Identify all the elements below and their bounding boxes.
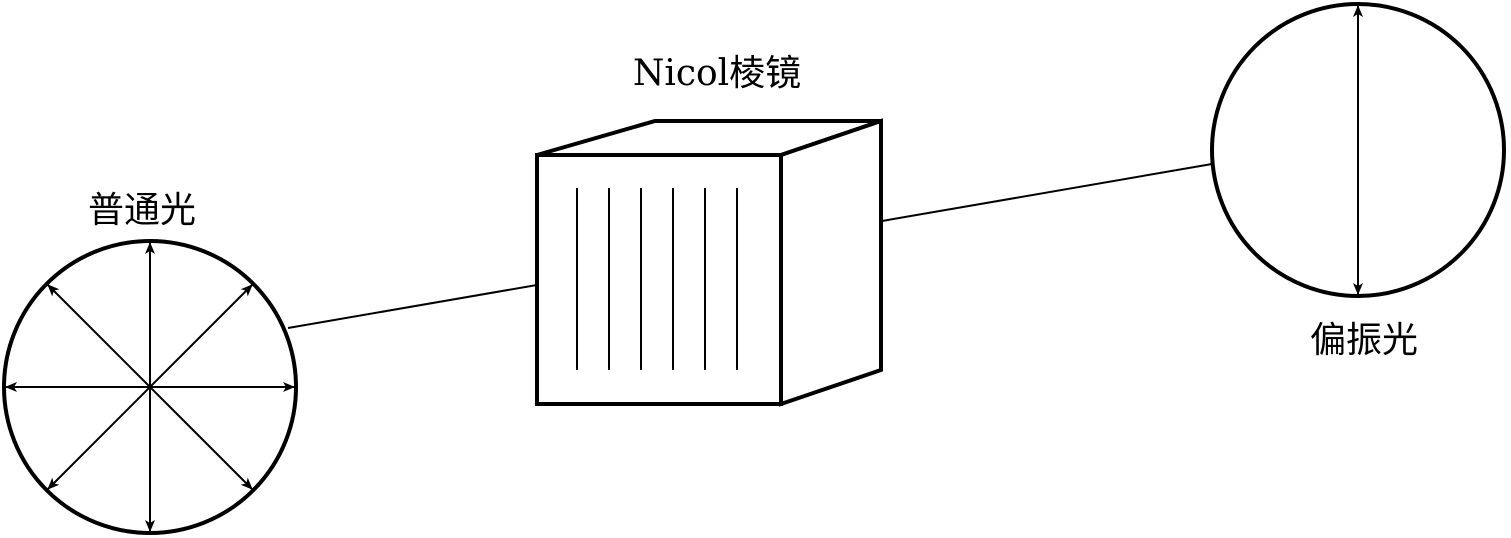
nicol-prism: [535, 118, 883, 407]
polarized-light-label: 偏振光: [1310, 320, 1418, 361]
nicol-prism-label: Nicol棱镜: [633, 53, 801, 94]
prism-grating-lines: [576, 188, 738, 370]
vibration-arrow-diagonal-b: [47, 284, 253, 490]
natural-light-label: 普通光: [88, 190, 196, 231]
prism-front-face: [535, 153, 783, 406]
light-ray-transmitted: [881, 163, 1213, 222]
polarized-light-circle: [1210, 2, 1506, 298]
prism-side-face: [779, 118, 883, 407]
natural-light-circle: [2, 239, 298, 535]
